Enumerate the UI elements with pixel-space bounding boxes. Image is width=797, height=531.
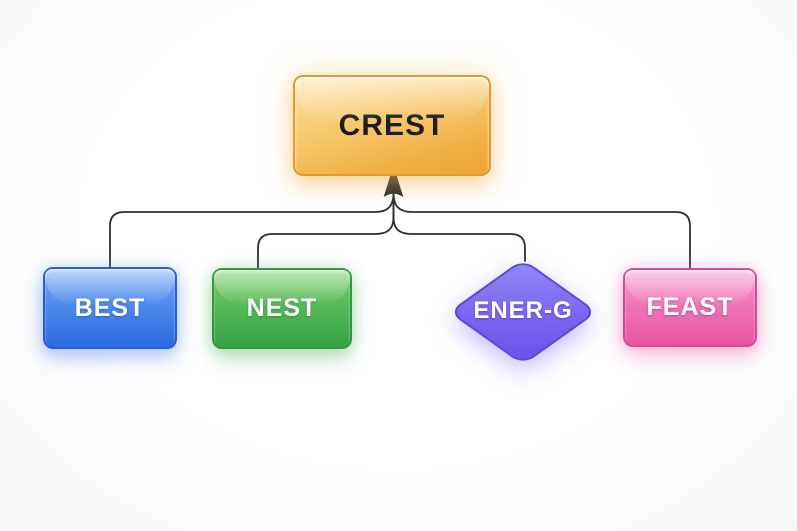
node-crest-label: CREST xyxy=(338,108,446,142)
node-feast-label: FEAST xyxy=(646,293,734,321)
branch-lines xyxy=(109,192,691,269)
arrow-up-icon xyxy=(383,165,404,198)
node-feast: FEAST xyxy=(623,268,757,347)
diamond-shape xyxy=(454,263,592,361)
node-ener-g-label: ENER-G xyxy=(473,297,573,324)
node-nest: NEST xyxy=(212,268,352,349)
node-crest: CREST xyxy=(293,75,491,176)
node-ener-g xyxy=(454,263,592,361)
node-best-label: BEST xyxy=(74,293,146,322)
node-best: BEST xyxy=(43,267,177,349)
node-nest-label: NEST xyxy=(246,294,318,322)
